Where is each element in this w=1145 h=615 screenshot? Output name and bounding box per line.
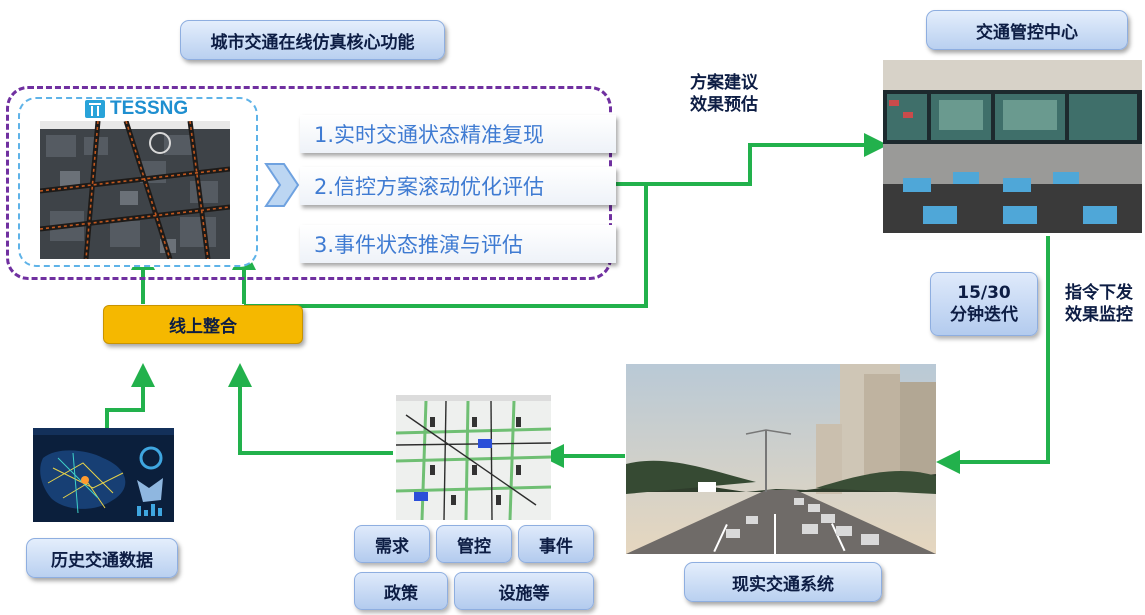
scheme-line-2: 效果预估	[690, 95, 758, 115]
chip-policy-text: 政策	[384, 583, 418, 604]
real-traffic-system-pill: 现实交通系统	[684, 562, 882, 602]
iteration-interval-pill: 15/30 分钟迭代	[930, 272, 1038, 336]
feature-3-text: 3.事件状态推演与评估	[314, 233, 524, 257]
feature-2-text: 2.信控方案滚动优化评估	[314, 175, 545, 199]
chip-facilities-text: 设施等	[498, 583, 550, 604]
chip-facilities: 设施等	[454, 572, 594, 610]
chip-demand-text: 需求	[375, 536, 409, 557]
chip-control: 管控	[436, 525, 512, 563]
chevron-right-icon	[264, 163, 300, 207]
scheme-line-1: 方案建议	[690, 73, 758, 93]
tessng-logo: TESSNG	[84, 98, 189, 119]
real-traffic-system-text: 现实交通系统	[732, 574, 834, 595]
feedback-loop-line	[244, 184, 648, 308]
feature-signal-optimization: 2.信控方案滚动优化评估	[300, 167, 616, 205]
feature-realtime-state: 1.实时交通状态精准复现	[300, 115, 616, 153]
history-data-text: 历史交通数据	[51, 550, 153, 571]
chip-demand: 需求	[354, 525, 430, 563]
top-title-text: 城市交通在线仿真核心功能	[210, 32, 415, 53]
simulation-map-image	[40, 121, 230, 259]
arrow-history-to-center	[105, 363, 155, 428]
control-center-text: 交通管控中心	[976, 22, 1078, 43]
feature-1-text: 1.实时交通状态精准复现	[314, 123, 545, 147]
history-data-pill: 历史交通数据	[26, 538, 178, 578]
online-integration-label: 线上整合	[169, 317, 237, 337]
tessng-logo-text: TESSNG	[110, 98, 189, 119]
control-center-photo	[883, 60, 1142, 233]
chip-incident-text: 事件	[539, 536, 573, 557]
command-dispatch-label: 指令下发 效果监控	[1054, 282, 1144, 326]
chip-policy: 政策	[354, 572, 448, 610]
history-data-dashboard-image	[33, 428, 174, 522]
online-integration-box: 线上整合	[103, 305, 303, 344]
iteration-line-2: 分钟迭代	[950, 305, 1018, 325]
real-traffic-photo	[626, 364, 936, 554]
chip-control-text: 管控	[457, 536, 491, 557]
signal-control-map-image	[396, 395, 551, 520]
tessng-logo-icon	[85, 100, 105, 118]
control-center-pill: 交通管控中心	[926, 10, 1128, 50]
arrow-map-to-center	[228, 363, 393, 455]
scheme-suggestion-label: 方案建议 效果预估	[676, 72, 772, 116]
command-line-2: 效果监控	[1065, 305, 1133, 325]
arrow-to-control-center	[612, 133, 888, 186]
top-title-pill: 城市交通在线仿真核心功能	[180, 20, 445, 60]
arrow-to-reality	[936, 236, 1050, 474]
iteration-line-1: 15/30	[957, 283, 1011, 303]
feature-incident-evaluation: 3.事件状态推演与评估	[300, 225, 616, 263]
command-line-1: 指令下发	[1065, 283, 1133, 303]
chip-incident: 事件	[518, 525, 594, 563]
